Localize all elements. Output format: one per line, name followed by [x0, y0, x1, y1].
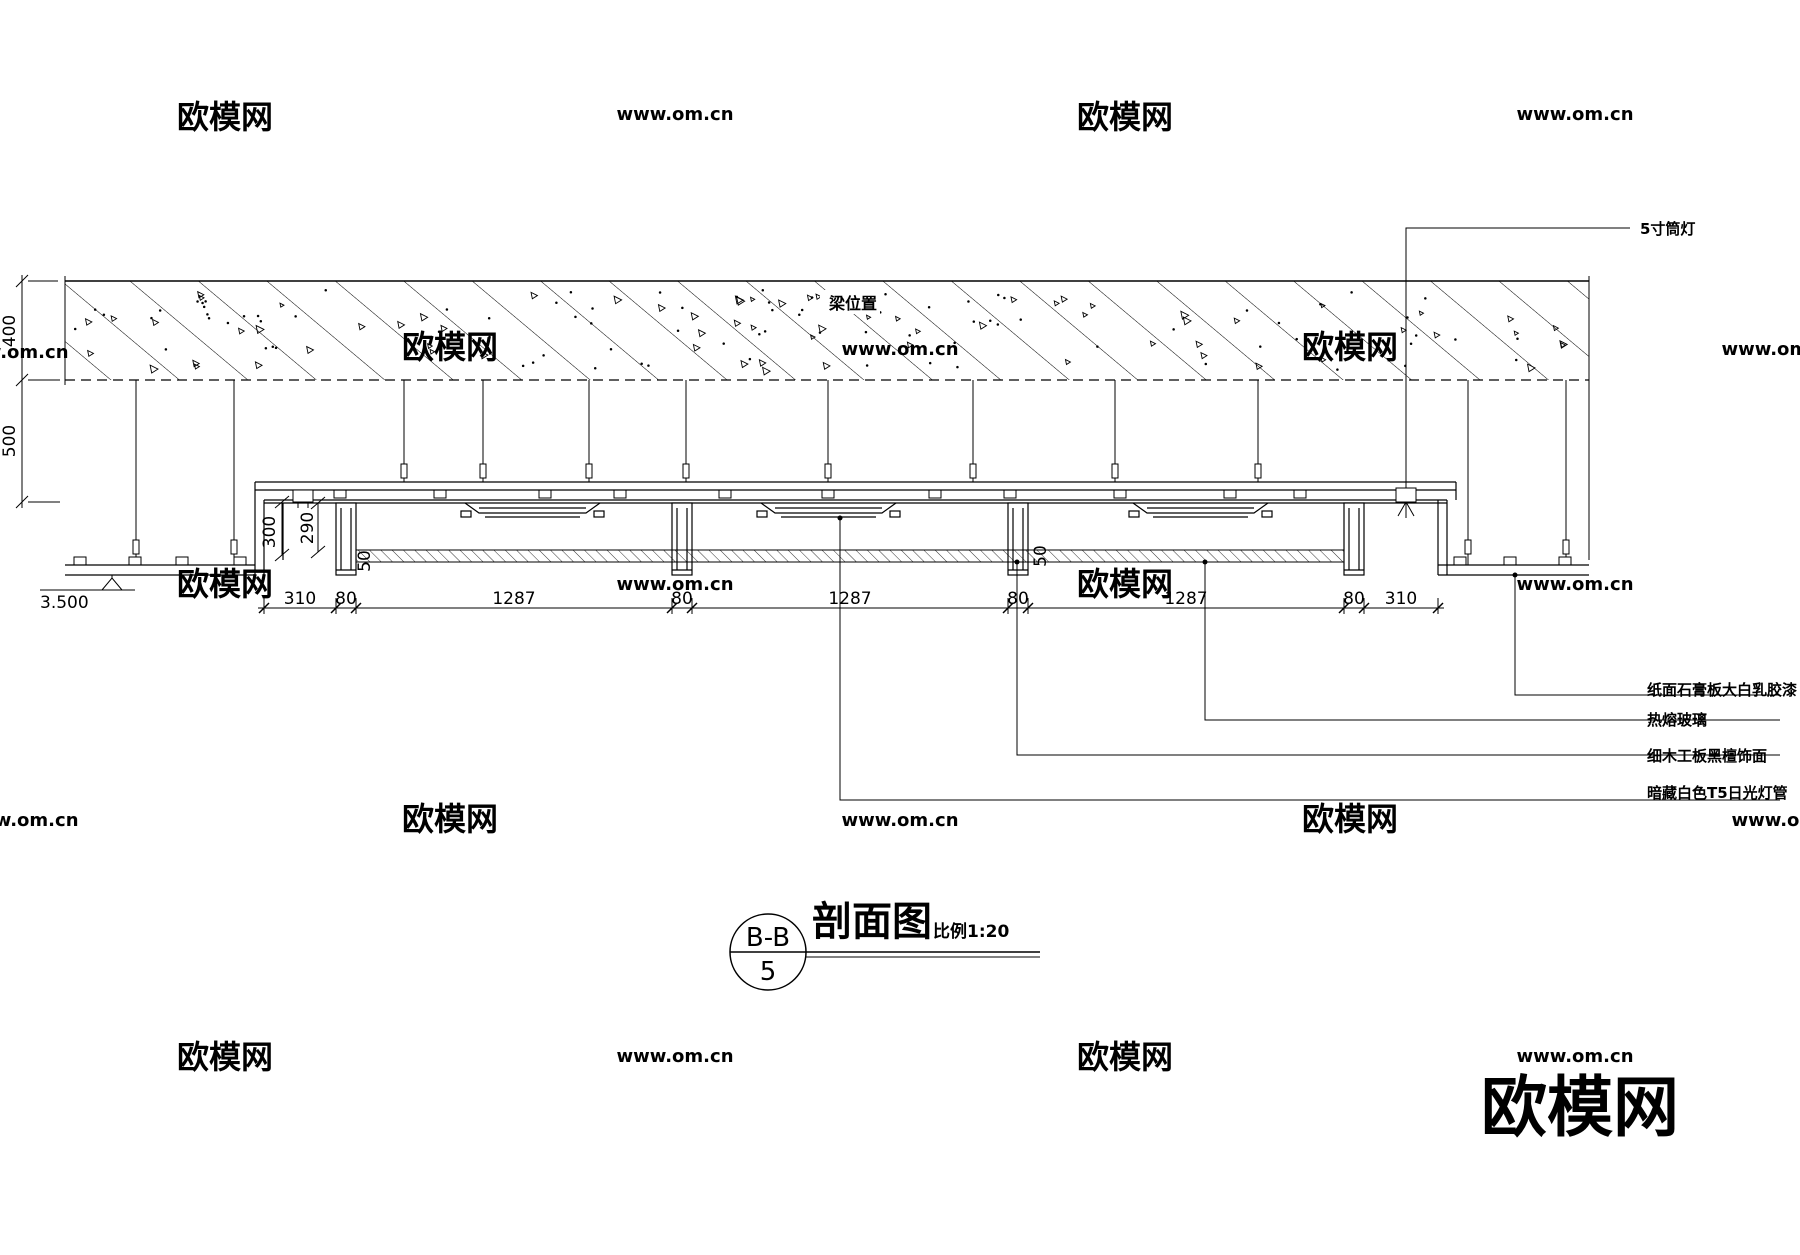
dim-drop-inner: 290 [298, 512, 318, 544]
dim-segment-label: 310 [284, 589, 316, 609]
dim-glass-gap-left: 50 [355, 550, 375, 572]
wood-fins [335, 502, 1365, 576]
dim-segment-label: 80 [335, 589, 357, 609]
watermark-brand: 欧模网 [1077, 98, 1173, 136]
ceiling-structure [65, 481, 1589, 576]
dim-drop-outer: 300 [260, 516, 280, 548]
watermark-logo: 欧模网 [1481, 1069, 1679, 1146]
section-title-block: B-B 5 剖面图 比例1:20 [729, 899, 1040, 991]
dim-segment-label: 80 [671, 589, 693, 609]
dim-segment-label: 1287 [828, 589, 871, 609]
left-vertical-dimensions [15, 274, 60, 509]
watermark-brand: 欧模网 [1077, 565, 1173, 603]
callout-leaders [839, 227, 1780, 801]
watermark-url: www.om.cn [1516, 574, 1633, 595]
dim-segment-label: 1287 [492, 589, 535, 609]
dim-segment-label: 80 [1343, 589, 1365, 609]
dim-slab-thickness: 400 [0, 315, 20, 347]
watermark-url: www.om.cn [1516, 104, 1633, 125]
fused-glass-panel [355, 549, 1345, 563]
watermark-url: www.om.cn [616, 1046, 733, 1067]
watermark-url: www.om.cn [0, 342, 69, 363]
watermark-url: www.om.cn [1731, 810, 1800, 831]
watermark-url: www.om.cn [616, 104, 733, 125]
watermark-url: www.om.cn [841, 810, 958, 831]
callout-ebony-veneer: 细木工板黑檀饰面 [1647, 747, 1767, 765]
callout-downlight: 5寸筒灯 [1640, 220, 1695, 238]
watermark-url: www.om.cn [616, 574, 733, 595]
level-symbol [40, 575, 135, 591]
beam-position-label: 梁位置 [828, 294, 877, 313]
watermark-url: www.om.cn [1721, 339, 1800, 360]
drop-dimensions [274, 495, 326, 562]
watermark-url: www.om.cn [0, 810, 79, 831]
watermark-brand: 欧模网 [177, 565, 273, 603]
dim-glass-gap-right: 50 [1031, 545, 1051, 567]
watermark-brand: 欧模网 [177, 1038, 273, 1076]
section-title: 剖面图 [812, 899, 932, 945]
watermark-brand: 欧模网 [177, 98, 273, 136]
section-code: B-B [746, 923, 790, 953]
dim-segment-label: 310 [1385, 589, 1417, 609]
concrete-slab: 梁位置 [64, 276, 1590, 560]
dim-segment-label: 1287 [1164, 589, 1207, 609]
horizontal-dimension-chain: 310 80 1287 80 1287 80 1287 80 310 [258, 589, 1444, 614]
sheet-number: 5 [760, 957, 777, 987]
downlight-right [1395, 487, 1417, 518]
watermark-brand: 欧模网 [402, 800, 498, 838]
dim-plenum-height: 500 [0, 425, 20, 457]
watermark-brand: 欧模网 [1302, 800, 1398, 838]
callout-fused-glass: 热熔玻璃 [1647, 711, 1707, 729]
level-elevation: 3.500 [40, 593, 89, 613]
suspension-rods [73, 380, 1572, 566]
t5-light-fixtures [460, 502, 1273, 518]
callout-gypsum-board: 纸面石膏板大白乳胶漆 [1647, 681, 1797, 699]
callout-dots [837, 515, 1518, 578]
watermark-brand: 欧模网 [1077, 1038, 1173, 1076]
downlight-left [292, 489, 314, 508]
section-scale: 比例1:20 [933, 921, 1009, 942]
dim-segment-label: 80 [1007, 589, 1029, 609]
callout-t5-tube: 暗藏白色T5日光灯管 [1647, 784, 1788, 802]
watermark-url: www.om.cn [1516, 1046, 1633, 1067]
